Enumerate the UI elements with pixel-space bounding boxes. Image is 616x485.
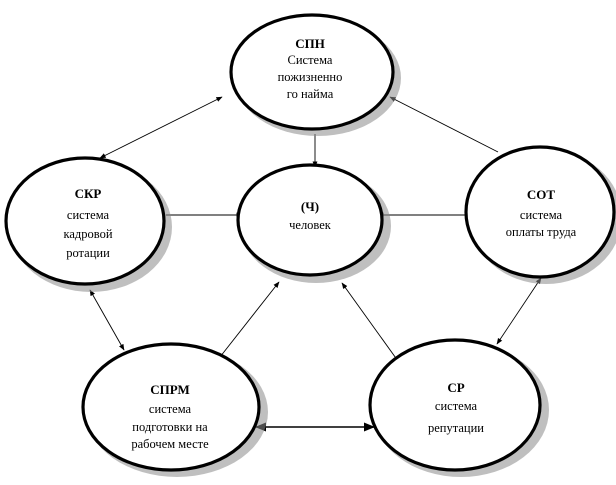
- node-sr-line-1: система: [435, 399, 478, 413]
- node-sot-line-1: система: [520, 208, 563, 222]
- node-spn-title: СПН: [295, 36, 325, 51]
- node-sot-ellipse: [464, 145, 616, 279]
- edges-layer: [89, 96, 542, 432]
- node-sot: СОТ система оплаты труда: [464, 145, 616, 284]
- node-spn-line-3: го найма: [287, 87, 334, 101]
- edge-sr-ch: [341, 282, 399, 362]
- node-sr: СР система репутации: [368, 338, 549, 477]
- node-skr-line-1: система: [67, 208, 110, 222]
- node-ch-title: (Ч): [301, 199, 319, 214]
- node-skr-line-3: ротации: [66, 246, 110, 260]
- nodes-layer: СПН Система пожизненно го найма (Ч) чело…: [4, 13, 616, 477]
- node-ch-ellipse: [236, 163, 384, 277]
- node-spn: СПН Система пожизненно го найма: [229, 13, 401, 136]
- node-sprm: СПРМ система подготовки на рабочем месте: [81, 342, 268, 477]
- node-sprm-line-1: система: [149, 402, 192, 416]
- node-skr-title: СКР: [75, 186, 102, 201]
- node-spn-line-2: пожизненно: [278, 70, 343, 84]
- node-sprm-title: СПРМ: [150, 382, 189, 397]
- node-sot-line-2: оплаты труда: [506, 225, 577, 239]
- node-spn-ellipse: [229, 13, 395, 131]
- node-spn-line-1: Система: [288, 53, 333, 67]
- node-skr-ellipse: [4, 156, 166, 286]
- edge-spn-skr: [99, 96, 223, 159]
- node-skr-line-2: кадровой: [63, 227, 112, 241]
- node-sot-title: СОТ: [527, 187, 556, 202]
- node-sr-ellipse: [368, 338, 542, 472]
- edge-sot-sr: [496, 277, 542, 345]
- node-sr-line-2: репутации: [428, 421, 484, 435]
- node-sprm-ellipse: [81, 342, 261, 472]
- node-skr: СКР система кадровой ротации: [4, 156, 172, 292]
- node-sprm-line-3: рабочем месте: [131, 437, 209, 451]
- node-sprm-line-2: подготовки на: [132, 420, 208, 434]
- edge-skr-sprm: [89, 289, 125, 351]
- edge-sot-spn: [389, 96, 499, 153]
- node-sr-title: СР: [447, 380, 464, 395]
- node-ch-line-1: человек: [289, 218, 332, 232]
- edge-sprm-ch: [219, 281, 280, 358]
- node-ch: (Ч) человек: [236, 163, 391, 283]
